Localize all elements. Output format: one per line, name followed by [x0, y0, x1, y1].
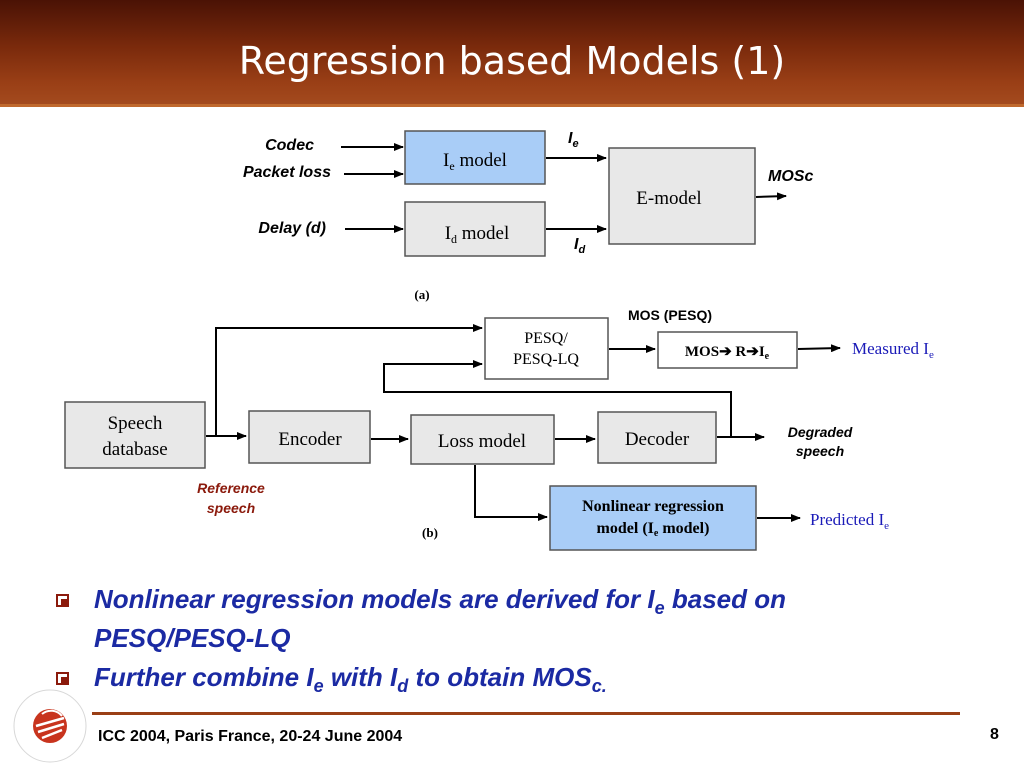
- decoder-box: [597, 411, 717, 464]
- id-model-box: [404, 201, 546, 257]
- pesq-box: [484, 317, 609, 380]
- reference-to-pesq-arrow: [215, 324, 483, 436]
- footer-divider: [92, 712, 960, 715]
- nonlinear-regression-box: [549, 485, 757, 551]
- diagram-a: Codec Packet loss Delay (d) Ie model Id …: [243, 130, 814, 302]
- decoder-label: Decoder: [625, 429, 690, 450]
- id-model-label: Id model: [445, 223, 510, 246]
- ie-model-label: Ie model: [443, 150, 507, 173]
- mosc-output-label: MOSc: [768, 168, 813, 185]
- codec-input-label: Codec: [265, 137, 314, 154]
- bullet-list: Nonlinear regression models are derived …: [56, 584, 956, 710]
- delay-input-label: Delay (d): [258, 220, 326, 237]
- bullet-item: Further combine Ie with Id to obtain MOS…: [56, 662, 956, 701]
- measured-ie-label: Measured Ie: [852, 339, 934, 361]
- loss-model-label: Loss model: [438, 431, 526, 452]
- emodel-label: E-model: [636, 188, 701, 209]
- footer-conference: ICC 2004, Paris France, 20-24 June 2004: [98, 728, 403, 745]
- pesq-label: PESQ/PESQ-LQ: [513, 330, 579, 368]
- encoder-box: [248, 410, 371, 464]
- square-bullet-icon: [56, 672, 69, 686]
- ie-signal-label: Ie: [568, 130, 579, 150]
- predicted-ie-label: Predicted Ie: [810, 510, 889, 532]
- mos-pesq-label: MOS (PESQ): [628, 307, 712, 323]
- diagram-b-caption: (b): [422, 525, 438, 540]
- title-divider: [0, 104, 1024, 107]
- slide-title: Regression based Models (1): [238, 39, 786, 83]
- system-diagram: Codec Packet loss Delay (d) Ie model Id …: [64, 130, 934, 551]
- university-logo: [13, 689, 87, 763]
- degraded-to-pesq-arrow: [383, 360, 732, 437]
- id-signal-label: Id: [574, 236, 585, 256]
- speech-database-box: [64, 401, 206, 469]
- loss-to-nonlinear-arrow: [474, 465, 548, 521]
- encoder-label: Encoder: [278, 429, 342, 450]
- diagram-a-caption: (a): [414, 287, 429, 302]
- title-bar: Regression based Models (1): [0, 0, 1024, 104]
- loss-model-box: [410, 414, 555, 465]
- ie-model-box: [404, 130, 546, 185]
- emodel-box: [608, 147, 756, 245]
- packet-loss-input-label: Packet loss: [243, 164, 331, 181]
- bullet-item: Nonlinear regression models are derived …: [56, 584, 956, 653]
- square-bullet-icon: [56, 594, 69, 607]
- mos-conversion-label: MOS➔ R➔Ie: [685, 343, 770, 362]
- mosc-arrow: [755, 192, 787, 201]
- page-number: 8: [990, 726, 999, 743]
- mos-conversion-box: [657, 331, 798, 369]
- mos-to-measured-arrow: [797, 344, 841, 353]
